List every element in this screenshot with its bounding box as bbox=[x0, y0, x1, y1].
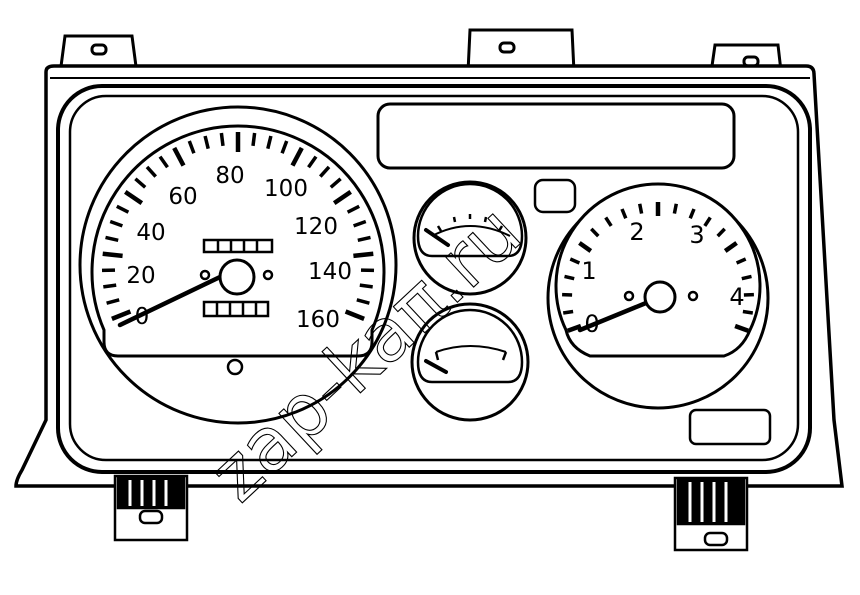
speedometer-hub bbox=[218, 258, 256, 296]
tachometer-ticks bbox=[562, 202, 754, 333]
speedo-label-20: 20 bbox=[126, 263, 155, 289]
speedo-tick-21 bbox=[307, 155, 318, 169]
speedo-tick-8 bbox=[124, 190, 144, 205]
tachometer-dial-face bbox=[554, 182, 762, 358]
speedo-tick-31 bbox=[356, 298, 370, 305]
speedo-label-40: 40 bbox=[136, 220, 165, 246]
speedo-tick-12 bbox=[172, 146, 186, 167]
lower-small-gauge-needle bbox=[424, 359, 448, 374]
tachometer: 0 1 2 3 4 bbox=[546, 182, 770, 410]
speedo-label-160: 160 bbox=[296, 307, 340, 333]
speedo-tick-5 bbox=[105, 235, 119, 243]
tacho-tick-7 bbox=[604, 216, 613, 227]
reset-knob-hole bbox=[226, 358, 244, 376]
tacho-tick-13 bbox=[703, 216, 712, 227]
tacho-label-2: 2 bbox=[629, 218, 644, 246]
trip-reset-hole-left bbox=[199, 269, 211, 281]
display-window bbox=[376, 102, 736, 170]
speedo-tick-13 bbox=[187, 140, 196, 154]
speedo-label-120: 120 bbox=[294, 214, 338, 240]
speedo-label-80: 80 bbox=[215, 163, 244, 189]
speedo-label-140: 140 bbox=[308, 259, 352, 285]
mounting-tab-top-center bbox=[466, 28, 576, 74]
speedo-tick-17 bbox=[251, 132, 257, 147]
tacho-tick-14 bbox=[716, 227, 726, 238]
tacho-tick-11 bbox=[672, 203, 679, 214]
tacho-label-3: 3 bbox=[689, 221, 704, 249]
tachometer-hub bbox=[643, 280, 677, 314]
speedo-tick-9 bbox=[134, 177, 147, 189]
speedo-tick-1 bbox=[106, 298, 120, 305]
speedo-label-60: 60 bbox=[168, 184, 197, 210]
speedo-tick-25 bbox=[346, 204, 360, 214]
cluster-bezel-inner bbox=[68, 94, 800, 462]
speedo-tick-10 bbox=[145, 165, 158, 178]
tacho-tick-9 bbox=[637, 203, 644, 214]
tacho-tick-4 bbox=[569, 257, 581, 265]
speedo-tick-32 bbox=[344, 309, 365, 321]
speedo-tick-26 bbox=[353, 219, 367, 228]
upper-small-gauge-needle bbox=[424, 228, 450, 247]
speedo-tick-7 bbox=[116, 204, 130, 214]
tacho-screw-left bbox=[623, 290, 635, 302]
main-odometer bbox=[202, 300, 270, 318]
speedometer: 0 20 40 60 80 100 120 140 160 bbox=[78, 105, 398, 425]
tacho-tick-0 bbox=[567, 323, 582, 333]
lcd-window bbox=[688, 408, 772, 446]
connector-bottom-left bbox=[113, 474, 189, 542]
tacho-tick-20 bbox=[734, 323, 749, 333]
speedo-tick-0 bbox=[111, 309, 132, 321]
tachometer-needle bbox=[577, 300, 649, 333]
speedo-tick-24 bbox=[332, 190, 352, 205]
speedo-tick-20 bbox=[290, 146, 304, 167]
speedometer-ticks bbox=[101, 132, 375, 321]
speedo-tick-15 bbox=[219, 132, 225, 147]
speedo-tick-19 bbox=[280, 140, 289, 154]
tacho-tick-16 bbox=[735, 257, 747, 265]
speedo-tick-14 bbox=[203, 135, 210, 150]
speedo-tick-22 bbox=[318, 165, 331, 178]
tacho-tick-17 bbox=[741, 274, 752, 281]
tacho-tick-5 bbox=[578, 241, 593, 253]
tacho-tick-3 bbox=[564, 274, 575, 281]
speedo-tick-18 bbox=[266, 135, 273, 150]
tacho-label-4: 4 bbox=[729, 283, 744, 311]
speedo-tick-11 bbox=[158, 155, 169, 169]
speedo-tick-30 bbox=[359, 283, 373, 289]
tacho-tick-15 bbox=[723, 241, 738, 253]
trip-reset-hole-right bbox=[262, 269, 274, 281]
tacho-screw-right bbox=[687, 290, 699, 302]
upper-small-gauge bbox=[412, 180, 528, 296]
tacho-tick-19 bbox=[742, 309, 754, 315]
trip-odometer bbox=[202, 238, 274, 254]
speedo-tick-28 bbox=[353, 251, 374, 259]
speedo-label-100: 100 bbox=[264, 176, 308, 202]
speedo-tick-4 bbox=[102, 251, 123, 259]
speedo-tick-2 bbox=[103, 283, 117, 289]
speedo-tick-27 bbox=[357, 235, 371, 243]
speedo-tick-23 bbox=[329, 177, 342, 189]
lower-small-gauge bbox=[410, 302, 530, 422]
tacho-tick-6 bbox=[590, 227, 600, 238]
speedo-tick-6 bbox=[109, 219, 123, 228]
tacho-tick-1 bbox=[562, 309, 574, 315]
speedometer-needle bbox=[117, 274, 223, 328]
connector-bottom-right bbox=[673, 476, 749, 552]
tacho-label-1: 1 bbox=[581, 257, 596, 285]
tacho-tick-8 bbox=[620, 208, 628, 219]
indicator-lamp bbox=[533, 178, 577, 214]
tacho-tick-12 bbox=[688, 208, 696, 219]
